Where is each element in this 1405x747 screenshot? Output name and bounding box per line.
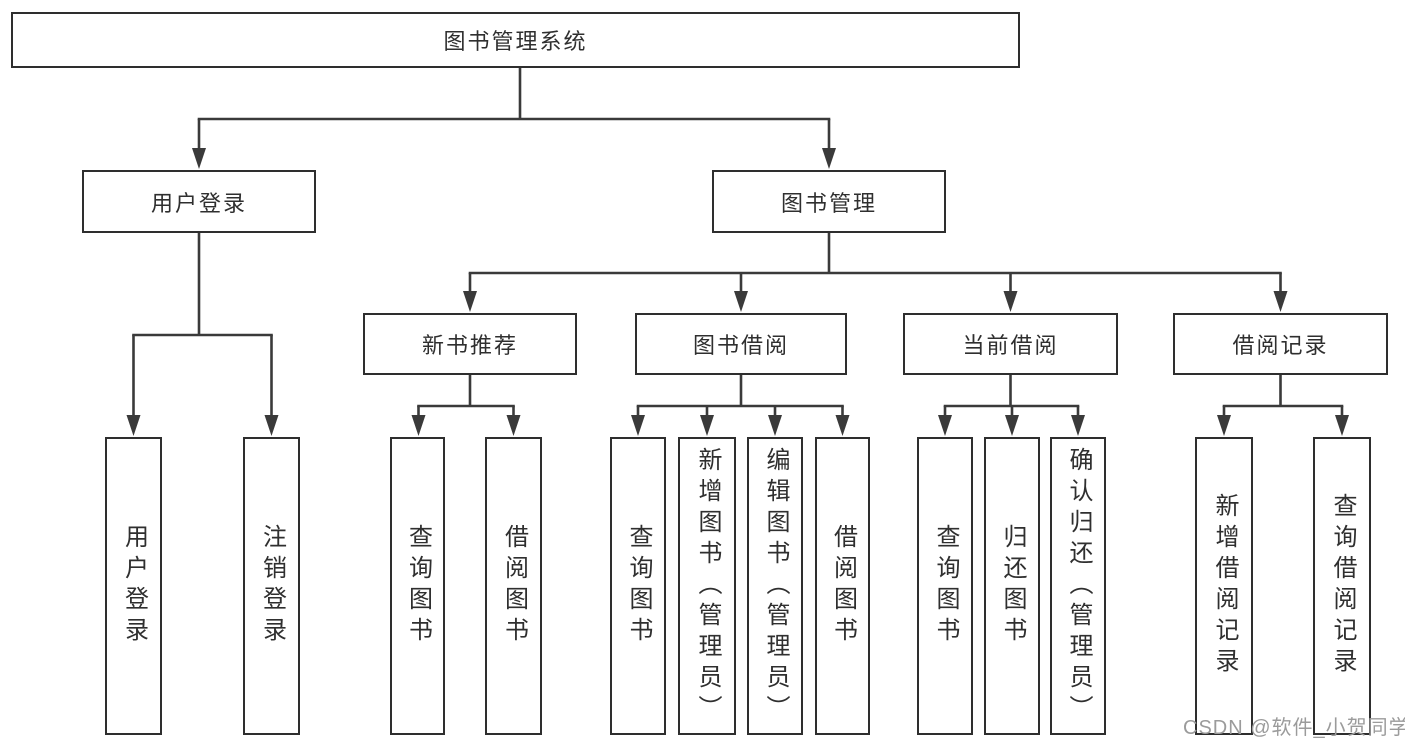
node-label: 用户登录 xyxy=(150,190,247,216)
node-label: 借阅图书 xyxy=(829,524,857,648)
node-leaf-user-login: 用户登录 xyxy=(105,437,162,735)
node-label: 图书借阅 xyxy=(692,333,789,358)
node-leaf-query-books-recommend: 查询图书 xyxy=(390,437,445,735)
node-current-borrowing: 当前借阅 xyxy=(903,313,1118,375)
node-leaf-add-borrow-record: 新增借阅记录 xyxy=(1195,437,1253,735)
node-leaf-borrow-books-recommend: 借阅图书 xyxy=(485,437,542,735)
node-leaf-logout: 注销登录 xyxy=(243,437,300,735)
node-new-book-recommend: 新书推荐 xyxy=(363,313,577,375)
node-leaf-add-books-admin: 新增图书（管理员） xyxy=(678,437,736,735)
node-label: 新增图书（管理员） xyxy=(694,446,721,726)
node-label: 编辑图书（管理员） xyxy=(762,446,789,726)
node-label: 用户登录 xyxy=(120,524,148,648)
node-leaf-query-books-current: 查询图书 xyxy=(917,437,973,735)
watermark: CSDN @软件_小贺同学 xyxy=(1183,717,1405,739)
node-label: 新增借阅记录 xyxy=(1211,493,1238,679)
node-label: 借阅图书 xyxy=(500,524,528,648)
node-label: 归还图书 xyxy=(999,524,1026,648)
node-label: 图书管理系统 xyxy=(443,29,588,54)
node-library-system: 图书管理系统 xyxy=(11,12,1020,68)
node-borrowing-records: 借阅记录 xyxy=(1173,313,1388,375)
node-label: 新书推荐 xyxy=(421,333,518,358)
node-user-login: 用户登录 xyxy=(82,170,316,233)
node-leaf-return-books: 归还图书 xyxy=(984,437,1040,735)
node-label: 查询图书 xyxy=(625,524,652,648)
node-leaf-confirm-return-admin: 确认归还（管理员） xyxy=(1050,437,1106,735)
node-leaf-edit-books-admin: 编辑图书（管理员） xyxy=(747,437,803,735)
node-label: 注销登录 xyxy=(258,524,286,648)
node-label: 查询借阅记录 xyxy=(1329,493,1356,679)
node-leaf-query-books-borrow: 查询图书 xyxy=(610,437,666,735)
node-label: 查询图书 xyxy=(932,524,959,648)
node-book-borrowing: 图书借阅 xyxy=(635,313,847,375)
node-label: 借阅记录 xyxy=(1232,333,1329,358)
node-label: 当前借阅 xyxy=(962,333,1059,358)
node-label: 确认归还（管理员） xyxy=(1065,446,1092,726)
node-leaf-query-borrow-record: 查询借阅记录 xyxy=(1313,437,1371,735)
node-label: 图书管理 xyxy=(780,190,877,216)
node-label: 查询图书 xyxy=(404,524,432,648)
node-leaf-borrow-books-borrow: 借阅图书 xyxy=(815,437,870,735)
node-book-management: 图书管理 xyxy=(712,170,946,233)
